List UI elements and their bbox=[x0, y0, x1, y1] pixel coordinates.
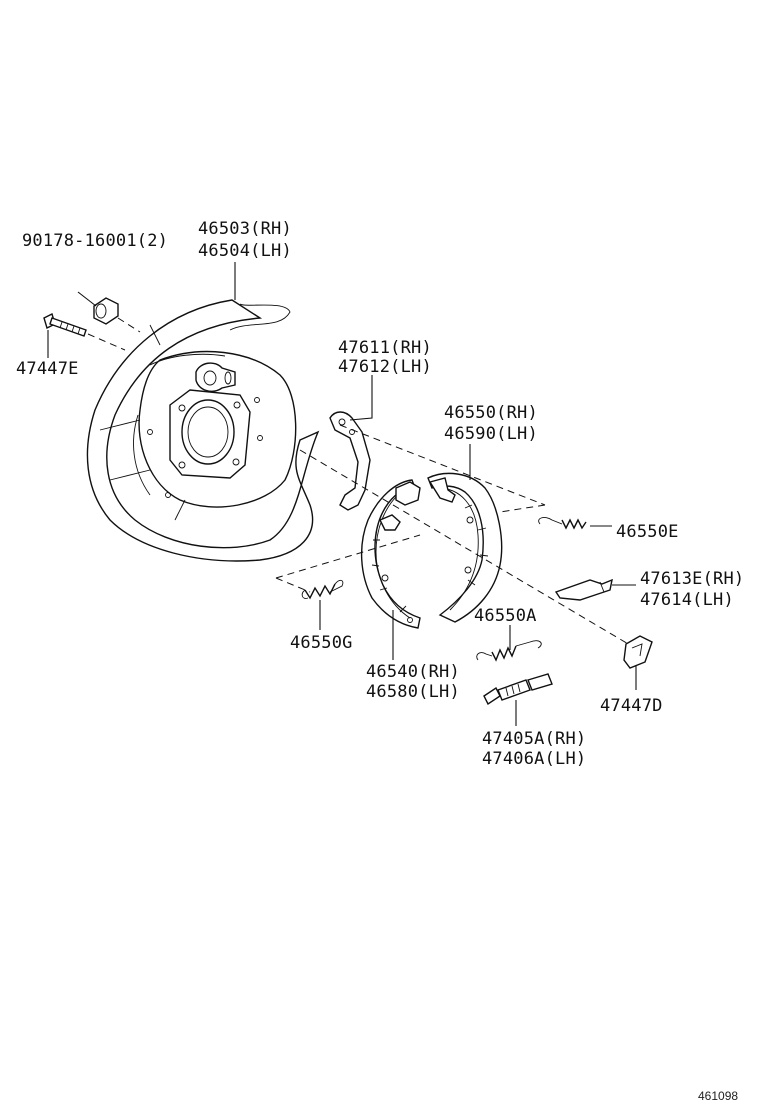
nut-90178-16001[interactable] bbox=[93, 297, 119, 325]
parking-brake-lever[interactable] bbox=[329, 411, 371, 511]
label-shoe-rear-rh: 46550(RH) bbox=[444, 403, 538, 423]
adjuster-47405a[interactable] bbox=[483, 673, 553, 706]
label-plate-rh: 46503(RH) bbox=[198, 219, 292, 239]
label-spring-g: 46550G bbox=[290, 633, 353, 653]
label-spring-a: 46550A bbox=[474, 606, 537, 626]
clip-47447d[interactable] bbox=[623, 635, 653, 669]
label-spring-e: 46550E bbox=[616, 522, 679, 542]
label-strut-lh: 47614(LH) bbox=[640, 590, 734, 610]
label-clip: 47447D bbox=[600, 696, 663, 716]
figure-number: 461098 bbox=[698, 1089, 738, 1103]
label-nut: 90178-16001(2) bbox=[22, 231, 168, 251]
label-plate-lh: 46504(LH) bbox=[198, 241, 292, 261]
strut-47613e[interactable] bbox=[554, 578, 613, 601]
brake-shoe-rear[interactable] bbox=[427, 472, 503, 623]
label-shoe-rear-lh: 46590(LH) bbox=[444, 424, 538, 444]
label-shoe-front-rh: 46540(RH) bbox=[366, 662, 460, 682]
label-adjuster-lh: 47406A(LH) bbox=[482, 749, 586, 769]
label-bolt: 47447E bbox=[16, 359, 79, 379]
label-strut-rh: 47613E(RH) bbox=[640, 569, 744, 589]
spring-46550g[interactable] bbox=[301, 579, 344, 600]
spring-46550a[interactable] bbox=[476, 640, 542, 662]
label-lever-lh: 47612(LH) bbox=[338, 357, 432, 377]
label-shoe-front-lh: 46580(LH) bbox=[366, 682, 460, 702]
label-lever-rh: 47611(RH) bbox=[338, 338, 432, 358]
label-adjuster-rh: 47405A(RH) bbox=[482, 729, 586, 749]
bolt-47447e[interactable] bbox=[43, 313, 87, 337]
spring-46550e[interactable] bbox=[538, 517, 587, 530]
backing-plate[interactable] bbox=[86, 299, 320, 562]
brake-shoe-front[interactable] bbox=[360, 479, 421, 629]
